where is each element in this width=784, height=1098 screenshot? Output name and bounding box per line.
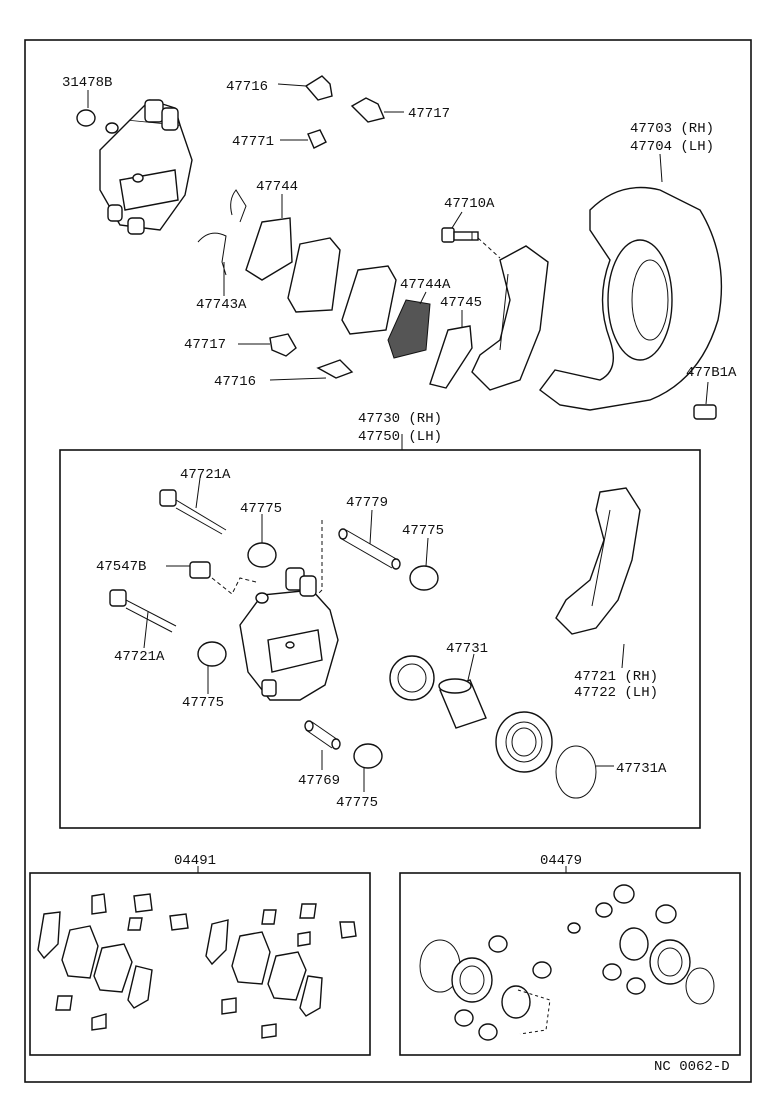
label-47730-rh: 47730 (RH) [358,411,442,427]
clip-47771-part [307,129,327,149]
label-31478B: 31478B [62,75,112,91]
label-47769: 47769 [298,773,340,789]
label-47775-a: 47775 [240,501,282,517]
pad-kit-contents [37,893,357,1039]
label-47744: 47744 [256,179,298,195]
spring-lower-part [197,232,227,276]
dust-shield-part [539,186,723,411]
pad-outer-part [287,237,341,313]
label-47716-top: 47716 [226,79,268,95]
ring-47731A-part [555,745,597,799]
shim-47744-part [245,217,293,281]
label-47731A: 47731A [616,761,667,777]
clip-47717-top-part [350,97,385,123]
bleeder-plug-part [189,561,211,579]
label-47775-d: 47775 [336,795,378,811]
pad-inner-part [341,265,397,335]
bolt-47721A-upper-part [159,489,227,535]
label-47717-top: 47717 [408,106,450,122]
clip-47716-lower-part [316,359,354,379]
boot-47775-d-part [353,743,383,769]
piston-seal-part [389,655,435,701]
label-47771: 47771 [232,134,274,150]
label-47717-lower: 47717 [184,337,226,353]
shim-47745-part [429,325,473,389]
label-47745: 47745 [440,295,482,311]
label-47743A: 47743A [196,297,247,313]
label-477B1A: 477B1A [686,365,737,381]
pin-47779-part [338,528,401,570]
label-04479: 04479 [540,853,582,869]
seal-kit-contents [419,884,715,1041]
caliper-body-upper-part [99,99,193,235]
boot-47775-a-part [247,542,277,568]
spring-upper-part [230,189,247,223]
diagram-code: NC 0062-D [654,1059,730,1075]
label-47703-rh: 47703 (RH) [630,121,714,137]
label-47744A: 47744A [400,277,451,293]
label-47775-b: 47775 [402,523,444,539]
outer-frame [24,39,752,1083]
shim-47744A-part [387,299,431,359]
label-47721-rh: 47721 (RH) [574,669,658,685]
bolt-47710A-part [441,227,479,243]
label-47731: 47731 [446,641,488,657]
bolt-477B1A-part [693,404,717,420]
label-47722-lh: 47722 (LH) [574,685,658,701]
pad-kit-box [29,872,371,1056]
caliper-assembly-box [59,449,701,829]
label-47716-lower: 47716 [214,374,256,390]
bolt-47721A-lower-part [109,589,177,633]
label-47704-lh: 47704 (LH) [630,139,714,155]
seal-kit-box [399,872,741,1056]
bleeder-cap-part [76,109,96,127]
boot-47775-b-part [409,565,439,591]
label-47547B: 47547B [96,559,146,575]
piston-part [438,678,487,729]
mounting-bracket-part [555,487,641,635]
caliper-body-assembly-part [239,567,339,701]
label-47721A-upper: 47721A [180,467,231,483]
label-47779: 47779 [346,495,388,511]
label-47775-c: 47775 [182,695,224,711]
label-47721A-lower: 47721A [114,649,165,665]
label-04491: 04491 [174,853,216,869]
pin-47769-part [304,720,341,750]
clip-47716-top-part [304,75,333,101]
label-47750-lh: 47750 (LH) [358,429,442,445]
torque-plate-part [471,245,549,391]
clip-47717-lower-part [269,333,297,357]
piston-boot-part [495,711,553,773]
boot-47775-c-part [197,641,227,667]
label-47710A: 47710A [444,196,495,212]
